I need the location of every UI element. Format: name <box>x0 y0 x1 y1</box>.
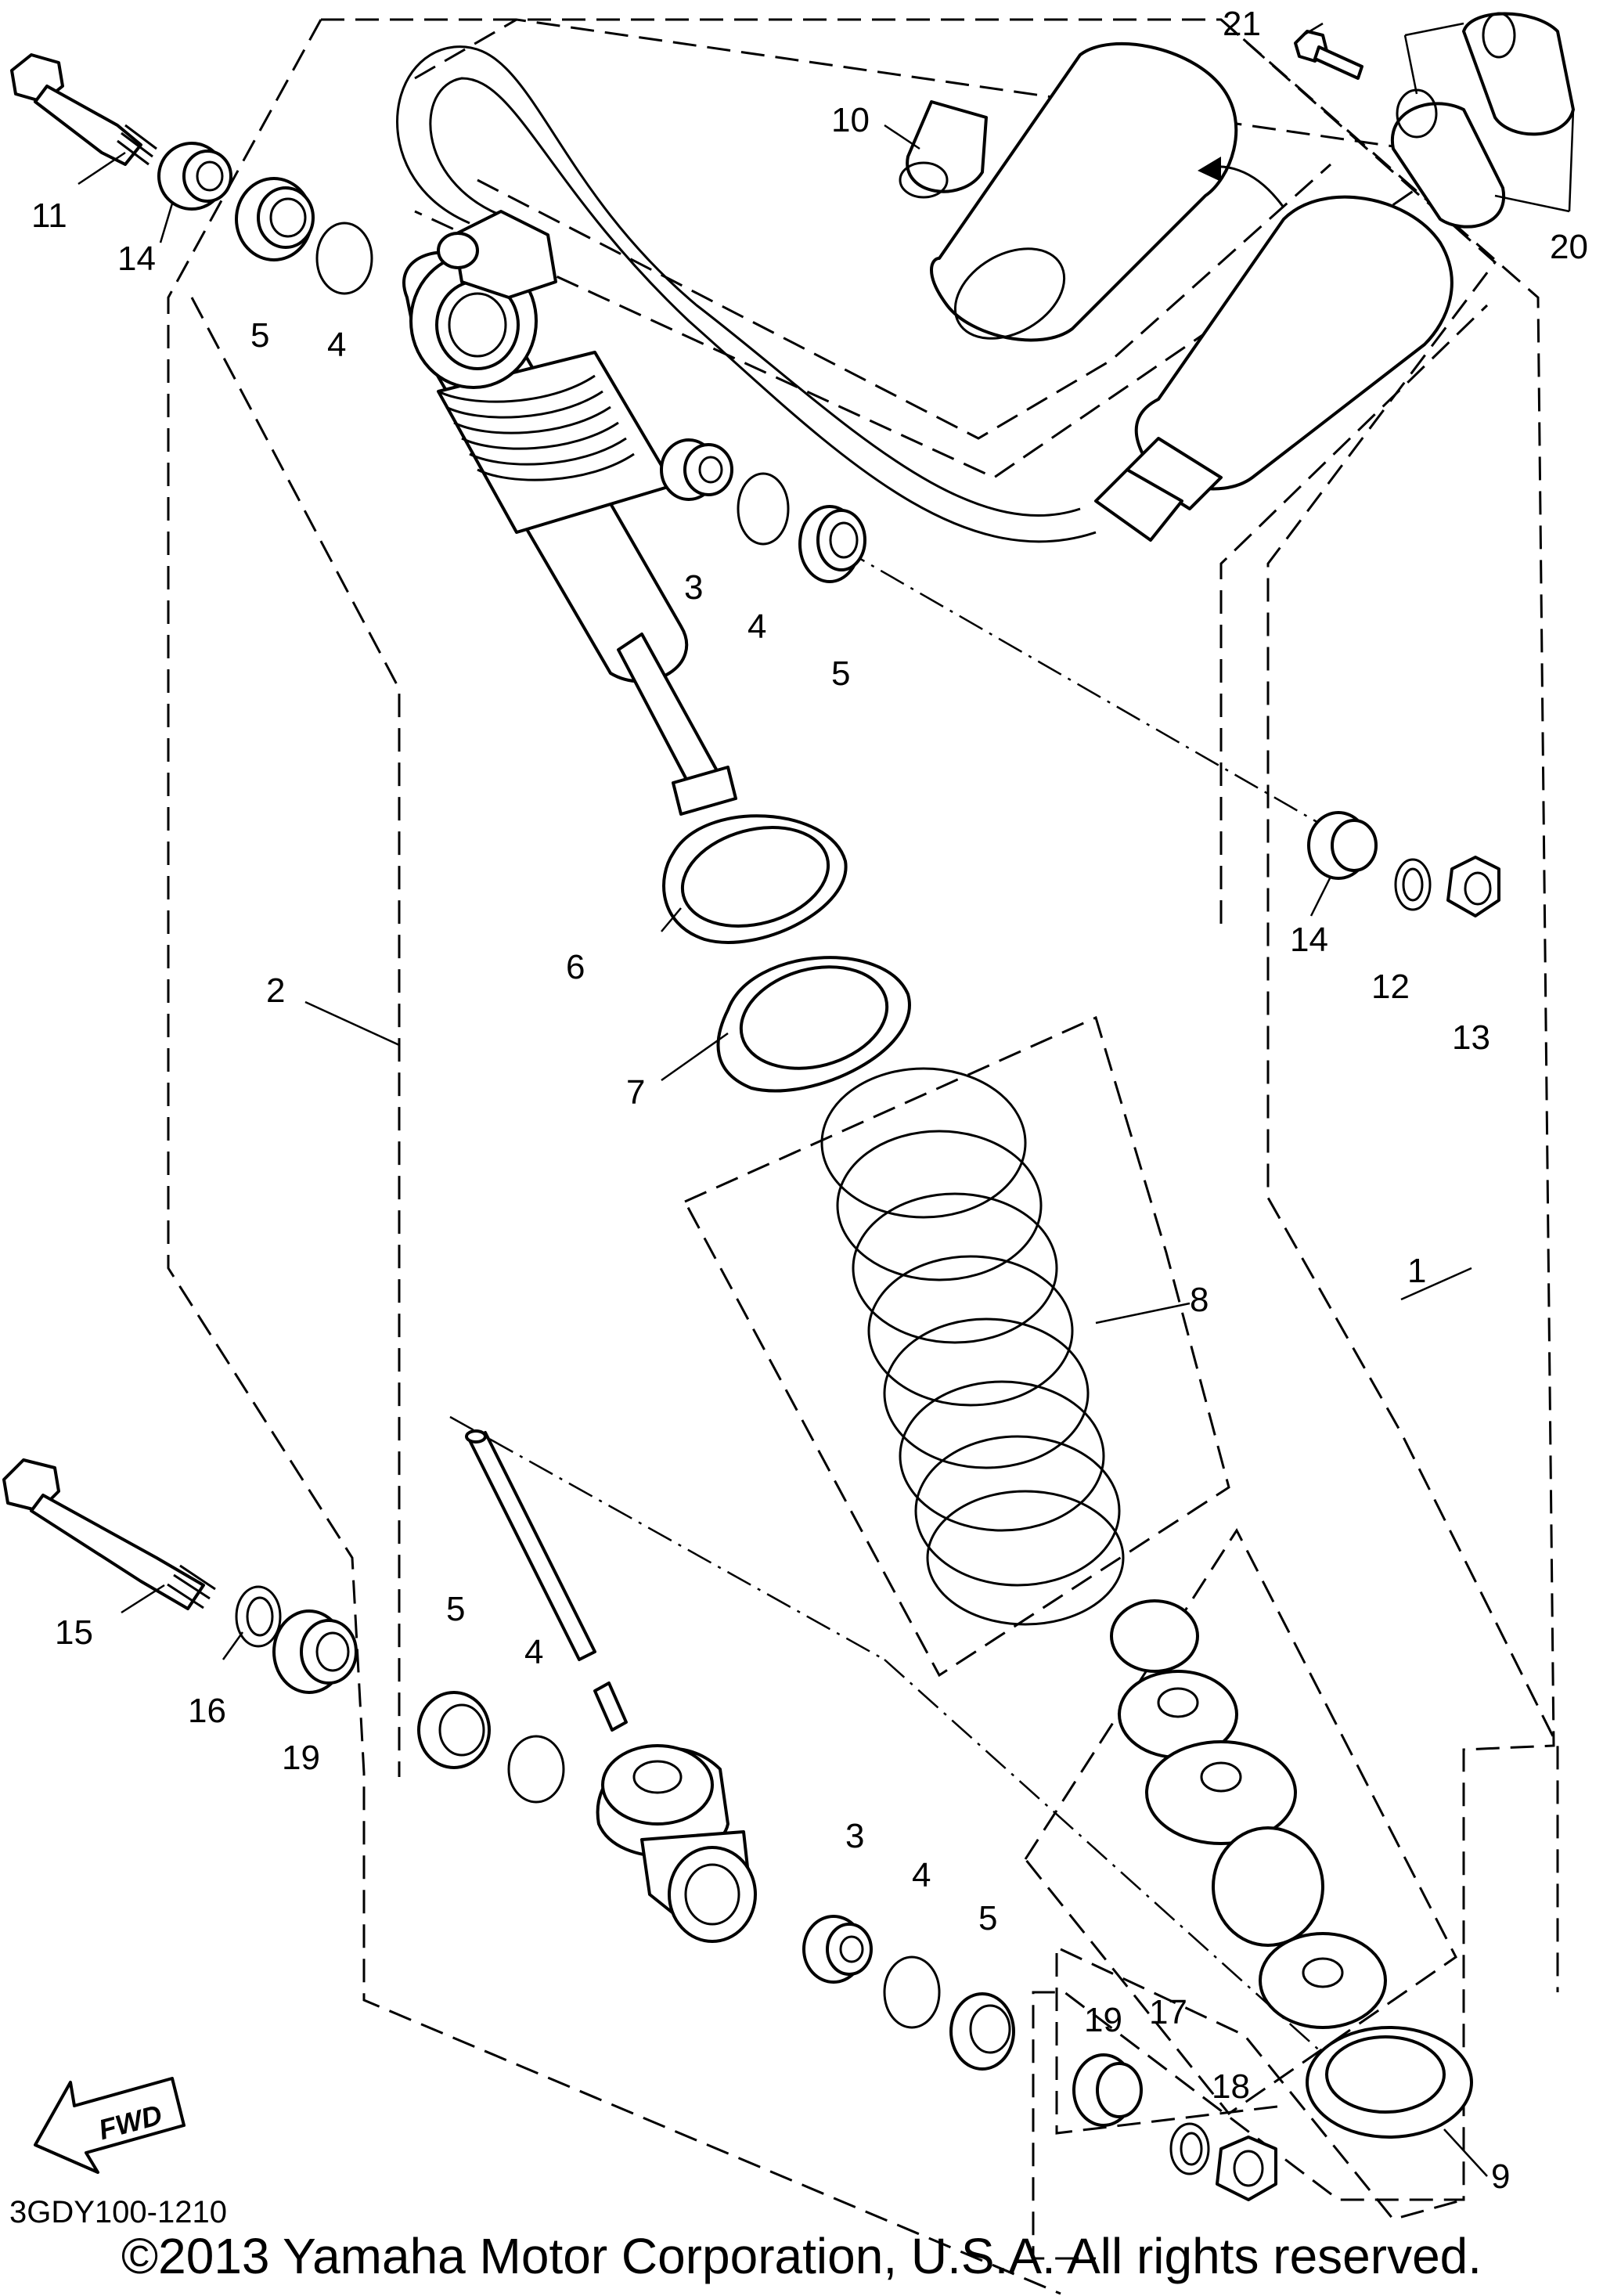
callout-4-upper-left: 4 <box>327 326 346 364</box>
washer-16 <box>235 1585 282 1648</box>
washer-17 <box>1169 2122 1210 2175</box>
reservoir-cylinder <box>1094 195 1454 542</box>
reservoir-cylinder-exploded <box>930 41 1238 342</box>
callout-2: 2 <box>266 971 285 1010</box>
washer-12 <box>1394 858 1432 911</box>
callout-1: 1 <box>1407 1252 1426 1290</box>
callout-5-upper-right: 5 <box>831 654 850 693</box>
collar-19-left <box>272 1609 358 1694</box>
circlip-4-lower-left <box>507 1735 565 1804</box>
callout-13: 13 <box>1452 1018 1490 1057</box>
callout-4-upper-right: 4 <box>747 607 766 646</box>
shock-body <box>402 210 737 816</box>
callout-20: 20 <box>1550 228 1588 266</box>
nut-13 <box>1446 856 1500 917</box>
circlip-4-upper-left <box>315 222 373 295</box>
ring-nut-6 <box>662 814 848 944</box>
bump-stop-cap <box>1306 2026 1473 2139</box>
lower-clevis <box>465 1429 757 1943</box>
callout-12: 12 <box>1371 968 1410 1006</box>
copyright-notice: ©2013 Yamaha Motor Corporation, U.S.A. A… <box>121 2228 1482 2284</box>
collar-3-lower <box>802 1915 873 1984</box>
diagram-code: 3GDY100-1210 <box>9 2195 227 2229</box>
callout-3-upper: 3 <box>684 568 703 607</box>
circlip-4-lower-right <box>883 1955 941 2029</box>
callout-3-lower: 3 <box>845 1817 864 1855</box>
callout-5-upper-left: 5 <box>250 316 269 355</box>
callout-4-lower-left: 4 <box>524 1633 543 1671</box>
forward-direction-arrow: FWD <box>34 2077 186 2174</box>
callout-14-upper: 14 <box>117 240 156 278</box>
nut-18 <box>1216 2136 1277 2201</box>
callout-19-left: 19 <box>282 1739 320 1777</box>
callout-14-right: 14 <box>1290 921 1328 959</box>
collar-3-upper <box>660 438 733 501</box>
lower-mount-bolt <box>2 1458 216 1610</box>
bearing-5-lower-left <box>417 1691 491 1769</box>
reservoir-arrow-head <box>1198 157 1221 182</box>
lower-damper-stack <box>1110 1599 1387 2029</box>
circlip-4-upper-right <box>737 472 790 546</box>
callout-4-lower-right: 4 <box>912 1856 931 1894</box>
callout-11: 11 <box>31 196 67 235</box>
clamp-bolt-21 <box>1294 30 1363 80</box>
bearing-5-upper-left <box>235 177 315 261</box>
callout-19-right: 19 <box>1084 2001 1122 2039</box>
callout-17: 17 <box>1149 1993 1187 2031</box>
coil-spring <box>820 1067 1125 1626</box>
callout-10: 10 <box>831 101 870 139</box>
collar-14-right <box>1307 811 1378 880</box>
assembly-outline-1 <box>1219 18 1559 1992</box>
callout-16: 16 <box>188 1692 226 1730</box>
spring-outline <box>683 1015 1230 1678</box>
bearing-5-upper-right <box>798 505 866 583</box>
ring-nut-7 <box>716 956 911 1093</box>
collar-19-right <box>1072 2053 1143 2127</box>
callout-5-lower-right: 5 <box>978 1899 997 1937</box>
callout-5-lower-left: 5 <box>446 1590 465 1628</box>
reservoir-bladder-cap <box>899 100 988 199</box>
axis-line-upper <box>841 546 1331 831</box>
callout-15: 15 <box>55 1613 93 1652</box>
callout-18: 18 <box>1212 2067 1250 2106</box>
callout-21: 21 <box>1223 5 1261 43</box>
reservoir-clamp-20 <box>1390 12 1575 229</box>
bearing-5-lower-right <box>949 1992 1015 2071</box>
callout-6: 6 <box>566 948 585 986</box>
axis-line-lower <box>449 1415 885 1661</box>
callout-9: 9 <box>1491 2157 1510 2196</box>
upper-mount-bolt <box>10 53 157 166</box>
callout-7: 7 <box>626 1073 645 1112</box>
callout-labels: 1 2 3 3 4 4 4 4 5 5 5 5 6 7 8 9 10 11 12… <box>31 5 1588 2196</box>
callout-8: 8 <box>1190 1281 1209 1319</box>
collar-14-upper <box>157 142 232 211</box>
reservoir-hose <box>396 45 1097 543</box>
leader-lines <box>77 22 1575 2177</box>
